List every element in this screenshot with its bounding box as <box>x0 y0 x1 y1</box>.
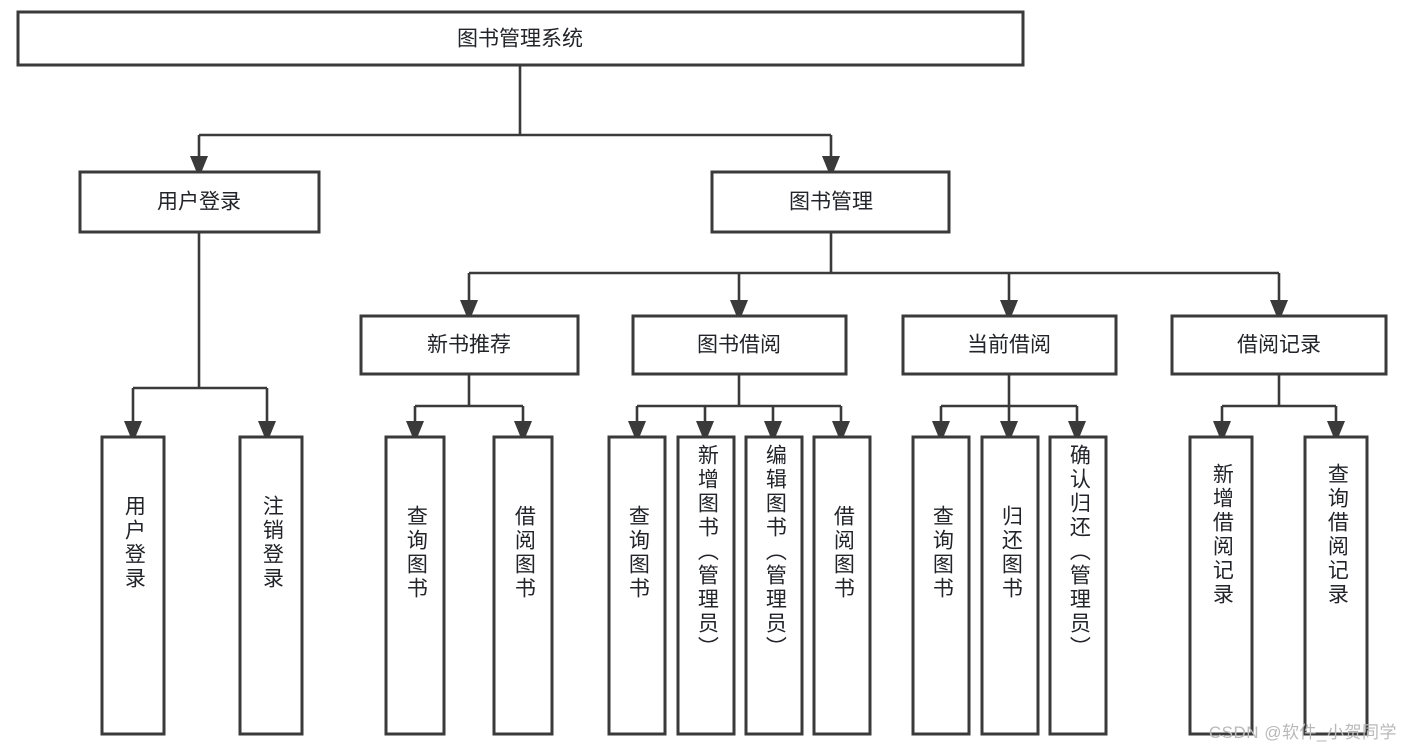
node-book-borrow-label: 图书借阅 <box>697 334 781 357</box>
node-user-login[interactable]: 用户登录 <box>78 170 321 234</box>
node-book-borrow-box[interactable] <box>631 314 848 376</box>
leaf-box-query-record[interactable] <box>1303 435 1369 736</box>
node-current-borrow[interactable]: 当前借阅 <box>901 314 1118 376</box>
connector-group-newbook-to-leaves <box>406 374 532 443</box>
node-book-borrow[interactable]: 图书借阅 <box>631 314 848 376</box>
node-root-box[interactable] <box>16 10 1025 67</box>
csdn-watermark: CSDN @软件_小贺同学 <box>1208 723 1397 742</box>
leaf-box-add-record[interactable] <box>1188 435 1254 736</box>
connector-group-userlogin-to-leaves <box>124 232 276 443</box>
connector-group-booкmgmt-to-level3 <box>460 232 1288 322</box>
node-book-management-box[interactable] <box>710 170 951 234</box>
node-current-borrow-box[interactable] <box>901 314 1118 376</box>
connector-group-currentborrow-to-leaves <box>932 374 1086 443</box>
connector-group-root-to-level2 <box>190 65 840 178</box>
node-new-book-recommend-box[interactable] <box>359 314 580 376</box>
leaf-box-user-login[interactable] <box>100 435 166 736</box>
leaf-box-add-book[interactable] <box>676 435 736 736</box>
node-new-book-recommend-label: 新书推荐 <box>427 334 511 357</box>
node-user-login-box[interactable] <box>78 170 321 234</box>
node-new-book-recommend[interactable]: 新书推荐 <box>359 314 580 376</box>
leaf-box-query-book-3[interactable] <box>911 435 971 736</box>
leaf-box-confirm-return[interactable] <box>1048 435 1108 736</box>
leaf-box-borrow-book-2[interactable] <box>812 435 872 736</box>
leaf-box-edit-book[interactable] <box>744 435 804 736</box>
node-borrow-record-box[interactable] <box>1170 314 1388 376</box>
node-current-borrow-label: 当前借阅 <box>967 334 1051 357</box>
node-book-management-label: 图书管理 <box>789 191 873 214</box>
leaf-box-borrow-book-1[interactable] <box>492 435 554 736</box>
leaf-box-query-book-1[interactable] <box>384 435 446 736</box>
node-borrow-record-label: 借阅记录 <box>1237 334 1321 357</box>
leaf-box-return-book[interactable] <box>980 435 1040 736</box>
connector-group-bookborrow-to-leaves <box>628 374 850 443</box>
node-root-label: 图书管理系统 <box>457 28 583 51</box>
node-root[interactable]: 图书管理系统 <box>16 10 1025 67</box>
leaf-box-query-book-2[interactable] <box>607 435 667 736</box>
connector-group-borrowrecord-to-leaves <box>1213 374 1345 443</box>
leaf-box-logout-login[interactable] <box>238 435 304 736</box>
node-book-management[interactable]: 图书管理 <box>710 170 951 234</box>
node-borrow-record[interactable]: 借阅记录 <box>1170 314 1388 376</box>
node-user-login-label: 用户登录 <box>157 191 241 214</box>
